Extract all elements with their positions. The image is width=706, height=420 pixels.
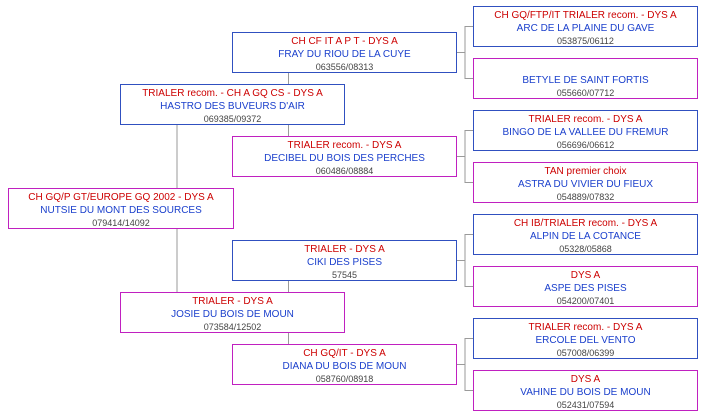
ancestor-card-2[interactable]: BETYLE DE SAINT FORTIS 055660/07712 [473, 58, 698, 99]
dog-name: BINGO DE LA VALLEE DU FREMUR [502, 127, 669, 138]
dam-card[interactable]: TRIALER - DYS A JOSIE DU BOIS DE MOUN 07… [120, 292, 345, 333]
ancestor-card-5[interactable]: CH IB/TRIALER recom. - DYS A ALPIN DE LA… [473, 214, 698, 255]
dog-titles: DYS A [570, 374, 601, 385]
dog-name: NUTSIE DU MONT DES SOURCES [40, 205, 202, 216]
sire-dam-card[interactable]: TRIALER recom. - DYS A DECIBEL DU BOIS D… [232, 136, 457, 177]
dog-registration: 053875/06112 [557, 36, 614, 46]
connector-line [457, 364, 473, 391]
connector-line [457, 130, 473, 157]
dog-registration: 57545 [331, 270, 358, 280]
dog-registration: 054200/07401 [556, 296, 615, 306]
dog-name: ARC DE LA PLAINE DU GAVE [516, 23, 655, 34]
dog-titles: CH IB/TRIALER recom. - DYS A [513, 218, 658, 229]
dog-titles: CH GQ/IT - DYS A [303, 348, 386, 359]
ancestor-card-1[interactable]: CH GQ/FTP/IT TRIALER recom. - DYS A ARC … [473, 6, 698, 47]
dog-name: DECIBEL DU BOIS DES PERCHES [264, 153, 425, 164]
sire-card[interactable]: TRIALER recom. - CH A GQ CS - DYS A HAST… [120, 84, 345, 125]
ancestor-card-6[interactable]: DYS A ASPE DES PISES 054200/07401 [473, 266, 698, 307]
dog-titles: TRIALER recom. - DYS A [528, 114, 643, 125]
dog-titles: CH CF IT A P T - DYS A [291, 36, 398, 47]
dog-name: ASTRA DU VIVIER DU FIEUX [517, 179, 654, 190]
connector-line [457, 234, 473, 261]
dog-titles: DYS A [570, 270, 601, 281]
dog-name: CIKI DES PISES [306, 257, 383, 268]
dog-registration: 052431/07594 [556, 400, 615, 410]
dog-titles: TRIALER - DYS A [192, 296, 273, 307]
ancestor-card-7[interactable]: TRIALER recom. - DYS A ERCOLE DEL VENTO … [473, 318, 698, 359]
sire-sire-card[interactable]: CH CF IT A P T - DYS A FRAY DU RIOU DE L… [232, 32, 457, 73]
ancestor-card-3[interactable]: TRIALER recom. - DYS A BINGO DE LA VALLE… [473, 110, 698, 151]
dog-titles [474, 61, 697, 74]
dog-name: ALPIN DE LA COTANCE [530, 231, 641, 242]
dog-name: DIANA DU BOIS DE MOUN [282, 361, 407, 372]
dog-registration: 073584/12502 [203, 322, 262, 332]
dog-registration: 056696/06612 [556, 140, 615, 150]
dog-registration: 069385/09372 [203, 114, 262, 124]
dog-registration: 079414/14092 [92, 218, 150, 228]
dog-name: ERCOLE DEL VENTO [535, 335, 636, 346]
dam-dam-card[interactable]: CH GQ/IT - DYS A DIANA DU BOIS DE MOUN 0… [232, 344, 457, 385]
dog-registration: 060486/08884 [315, 166, 374, 176]
dog-registration: 05328/05868 [559, 244, 612, 254]
dog-registration: 054889/07832 [556, 192, 615, 202]
connector-line [457, 156, 473, 183]
dog-titles: TRIALER recom. - DYS A [528, 322, 643, 333]
subject-dog-card[interactable]: CH GQ/P GT/EUROPE GQ 2002 - DYS A NUTSIE… [8, 188, 234, 229]
ancestor-card-8[interactable]: DYS A VAHINE DU BOIS DE MOUN 052431/0759… [473, 370, 698, 411]
dog-name: BETYLE DE SAINT FORTIS [522, 75, 649, 86]
dog-name: HASTRO DES BUVEURS D'AIR [160, 101, 305, 112]
dog-registration: 063556/08313 [315, 62, 374, 72]
dog-name: FRAY DU RIOU DE LA CUYE [278, 49, 411, 60]
dog-titles: CH GQ/FTP/IT TRIALER recom. - DYS A [494, 10, 677, 21]
connector-line [457, 338, 473, 365]
ancestor-card-4[interactable]: TAN premier choix ASTRA DU VIVIER DU FIE… [473, 162, 698, 203]
connector-line [457, 260, 473, 287]
dog-titles: TRIALER recom. - CH A GQ CS - DYS A [142, 88, 323, 99]
dog-name: ASPE DES PISES [544, 283, 627, 294]
dog-registration: 058760/08918 [315, 374, 374, 384]
dog-registration: 057008/06399 [556, 348, 615, 358]
dog-titles: CH GQ/P GT/EUROPE GQ 2002 - DYS A [28, 192, 214, 203]
dog-titles: TRIALER - DYS A [304, 244, 385, 255]
connector-line [457, 52, 473, 79]
dog-name: VAHINE DU BOIS DE MOUN [520, 387, 651, 398]
dog-titles: TRIALER recom. - DYS A [287, 140, 402, 151]
dam-sire-card[interactable]: TRIALER - DYS A CIKI DES PISES 57545 [232, 240, 457, 281]
dog-registration: 055660/07712 [556, 88, 615, 98]
connector-line [457, 26, 473, 53]
dog-titles: TAN premier choix [544, 166, 627, 177]
dog-name: JOSIE DU BOIS DE MOUN [171, 309, 294, 320]
